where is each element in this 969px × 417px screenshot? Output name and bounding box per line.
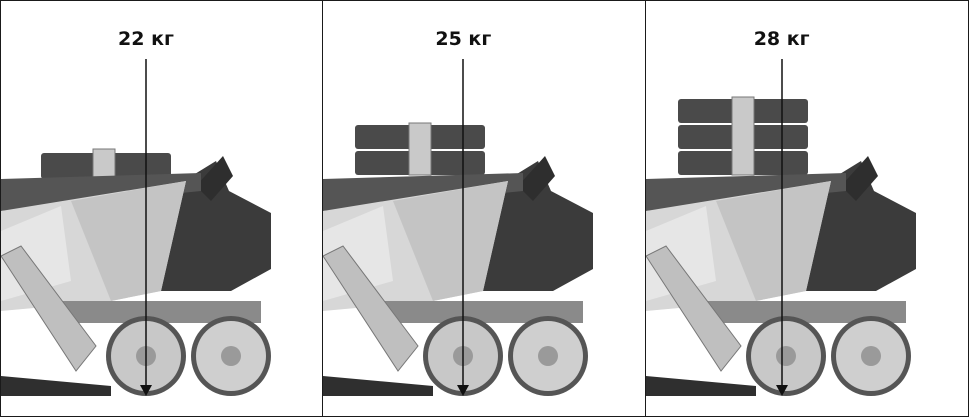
wheels — [745, 316, 911, 396]
center-of-gravity-arrow — [775, 59, 788, 396]
weight-blocks — [355, 122, 486, 176]
panel-28kg: 28 кг — [645, 1, 968, 416]
machine-illustration — [1, 59, 271, 396]
panel-22kg: 22 кг — [1, 1, 324, 416]
wheels — [106, 316, 271, 396]
machine-illustration — [323, 59, 594, 396]
panel-25kg: 25 кг — [323, 1, 646, 416]
center-of-gravity-arrow — [140, 59, 152, 396]
center-of-gravity-arrow — [457, 59, 470, 396]
weight-label: 25 кг — [435, 28, 492, 50]
weight-blocks — [677, 96, 808, 176]
weight-blocks — [41, 148, 171, 179]
weight-label: 22 кг — [118, 28, 174, 50]
machine-illustration — [645, 59, 916, 396]
weight-label: 28 кг — [753, 28, 810, 50]
wheels — [423, 316, 589, 396]
